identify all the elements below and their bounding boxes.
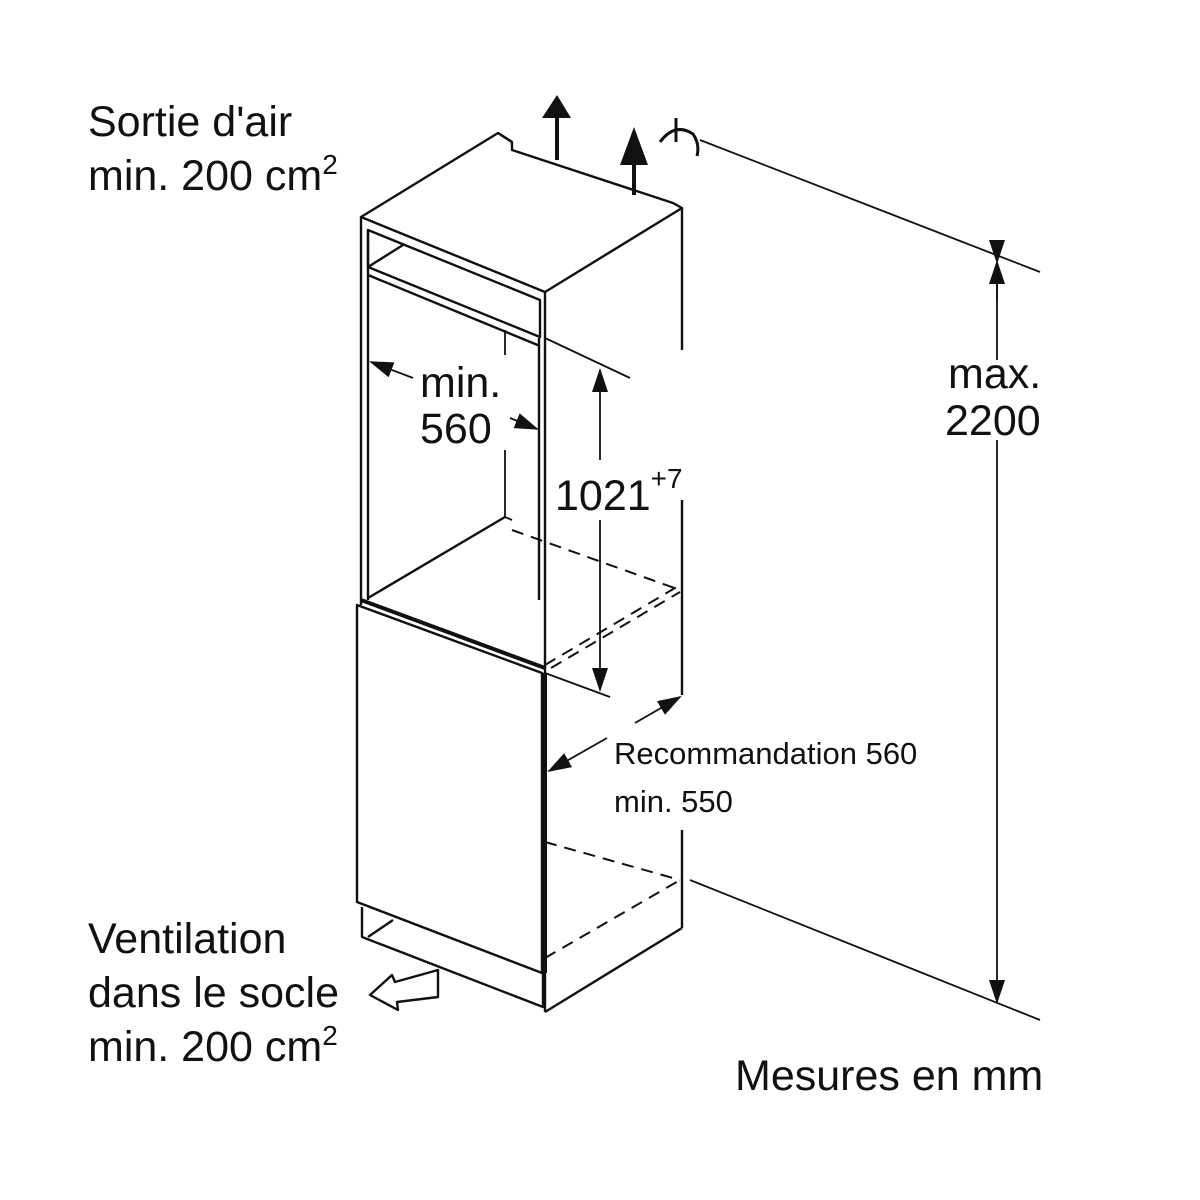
max-height-dimension [689,139,1041,1021]
ceiling-symbol-icon [658,118,700,157]
cabinet-top [359,131,684,294]
depth-dimension [547,695,682,772]
niche-width-value: 560 [420,405,492,453]
cabinet-frame [359,208,684,1014]
niche-width-dimension [369,361,539,430]
ventilation-label: Ventilation [88,915,286,963]
air-outlet-label: Sortie d'air [88,98,292,146]
ventilation-inlet-arrow-icon [368,968,440,1012]
max-height-value: 2200 [945,397,1041,445]
air-outlet-area-label: min. 200 cm2 [88,149,338,200]
plinth [360,907,545,1009]
depth-recommendation: Recommandation 560 [614,736,917,771]
ventilation-area-label: min. 200 cm2 [88,1020,338,1071]
units-note: Mesures en mm [735,1052,1043,1100]
max-height-label: max. [948,350,1041,398]
ventilation-location: dans le socle [88,969,339,1017]
niche-height-dimension [544,337,631,698]
air-outlet-arrow-icon [542,95,648,195]
niche-height-value: 1021+7 [555,463,683,520]
appliance-door [355,598,547,975]
niche-width-label: min. [420,359,501,407]
depth-minimum: min. 550 [614,784,733,819]
